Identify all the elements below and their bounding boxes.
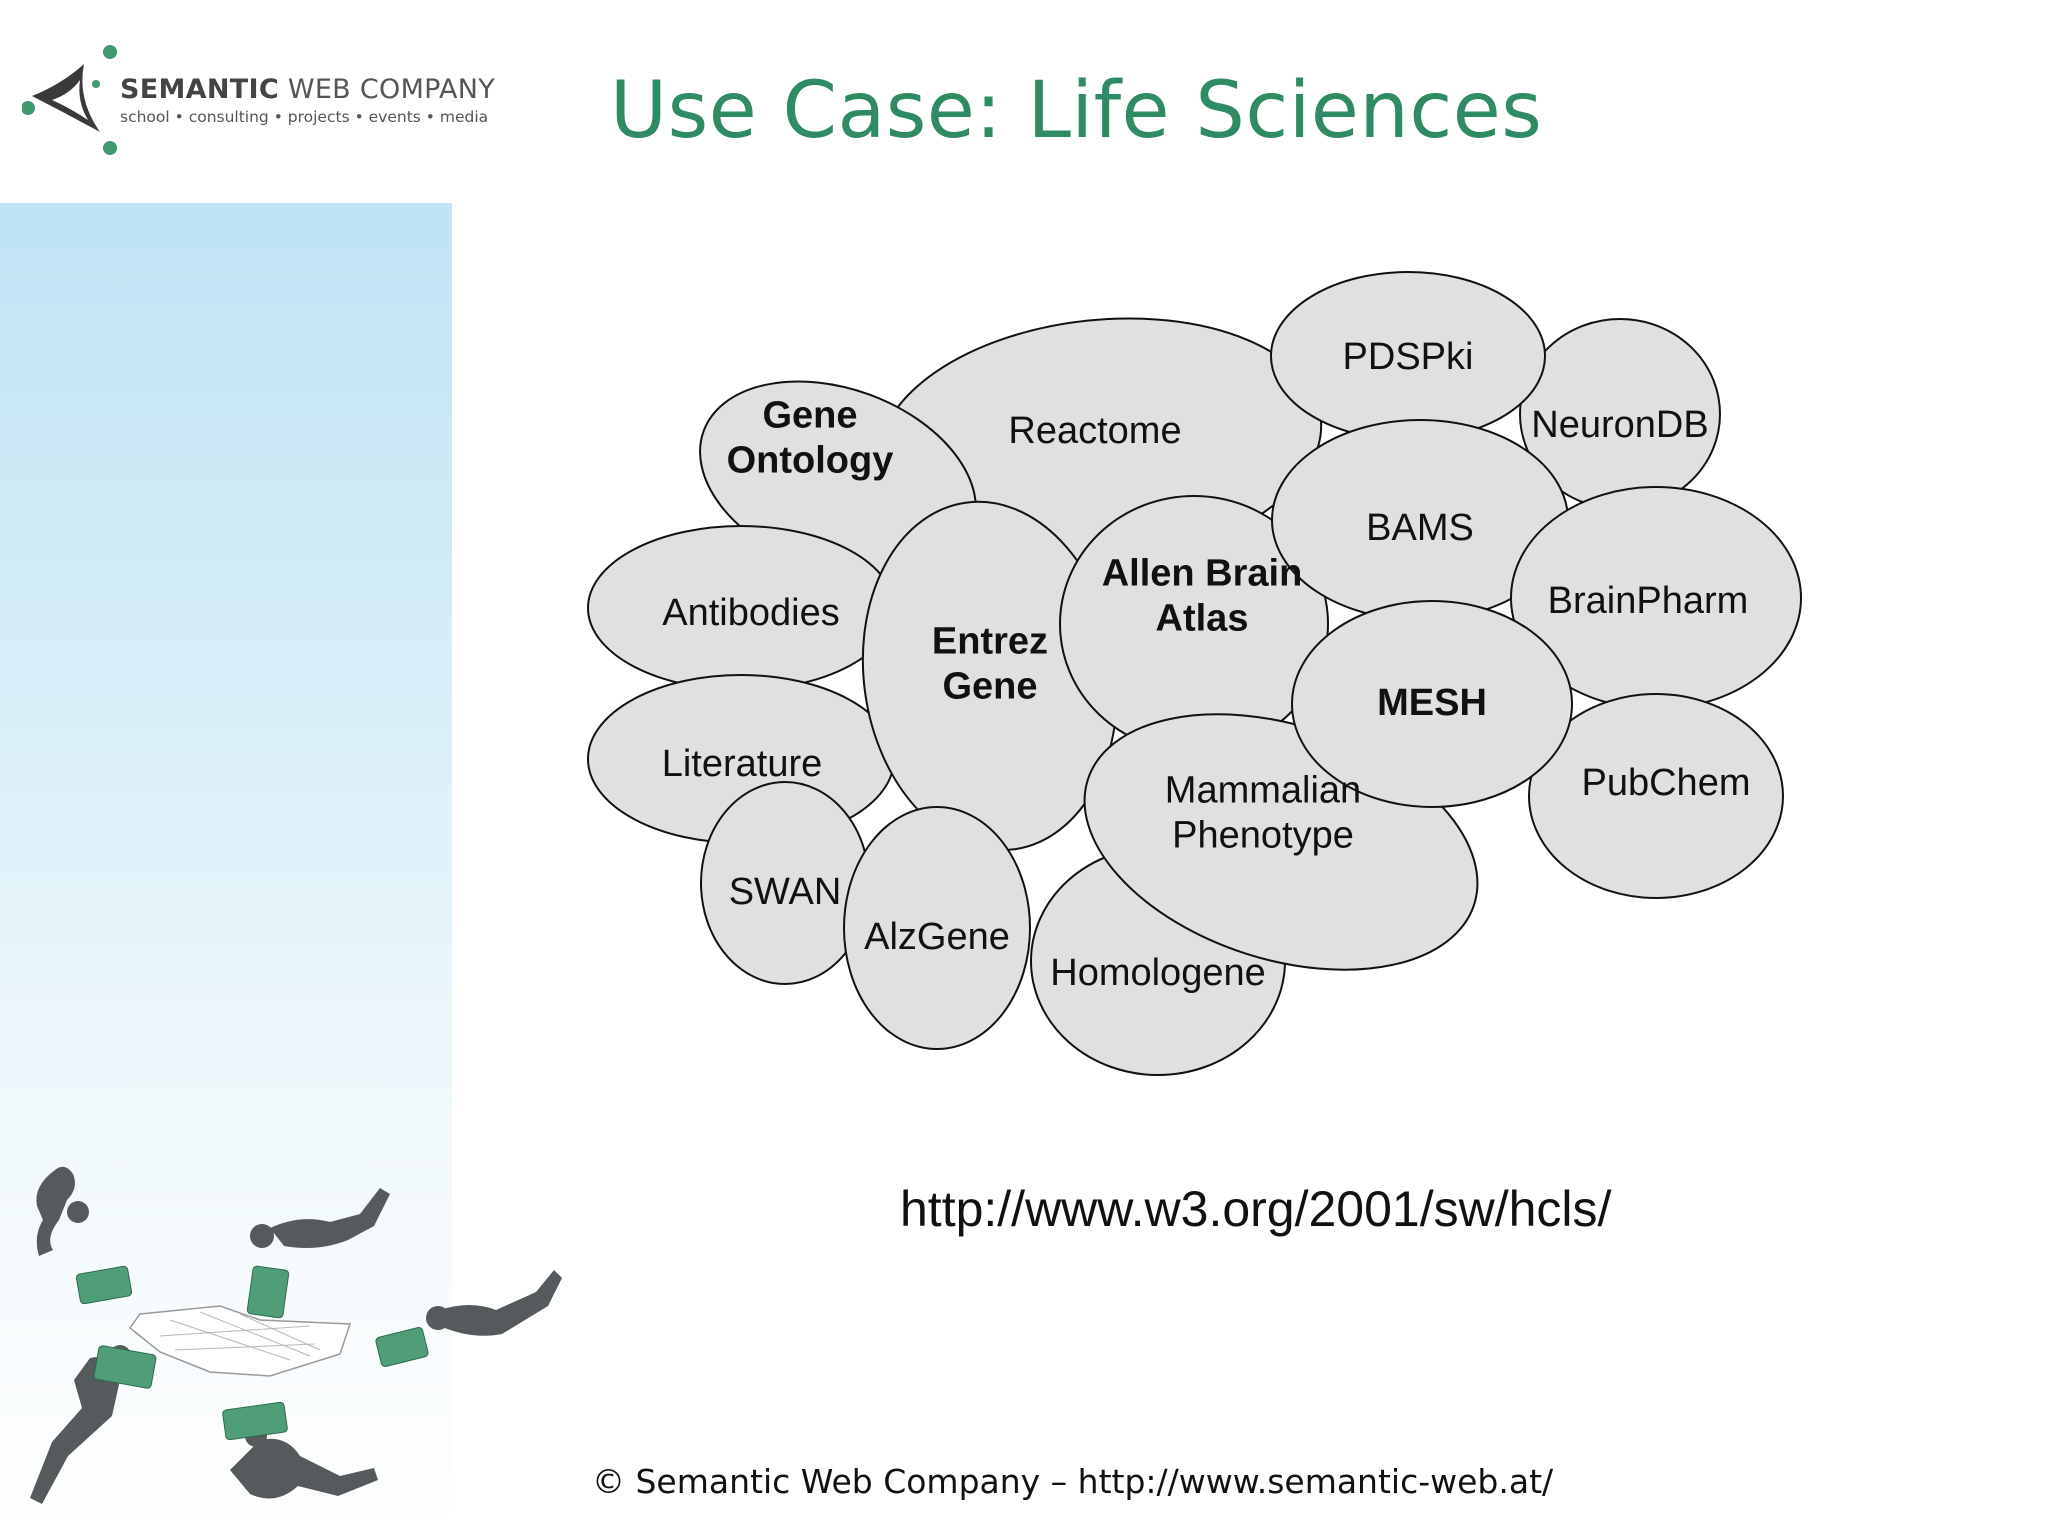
bubble-label-pubchem: PubChem bbox=[1582, 762, 1751, 804]
semantic-web-company-logo: SEMANTIC WEB COMPANY school • consulting… bbox=[22, 44, 495, 164]
hcls-url-text: http://www.w3.org/2001/sw/hcls/ bbox=[900, 1181, 1612, 1237]
bubble-ellipse bbox=[1291, 600, 1573, 808]
logo-tagline: school • consulting • projects • events … bbox=[120, 108, 489, 126]
bubble-label-swan: SWAN bbox=[729, 871, 842, 913]
bubble-label-bams: BAMS bbox=[1366, 507, 1474, 549]
slide-title: Use Case: Life Sciences bbox=[610, 66, 1543, 156]
bubble-label-alzgene: AlzGene bbox=[864, 916, 1010, 958]
bubble-label-mammalian-phenotype: Mammalian bbox=[1165, 770, 1361, 812]
copyright-footer: © Semantic Web Company – http://www.sema… bbox=[592, 1462, 1554, 1501]
bubble-label-gene-ontology: Ontology bbox=[727, 440, 894, 482]
bubble-label-allen-brain-atlas: Allen Brain bbox=[1102, 553, 1303, 595]
bubble-label-entrez-gene: Entrez bbox=[932, 621, 1048, 663]
bubble-pubchem bbox=[1528, 693, 1784, 899]
bubble-label-mammalian-phenotype: Phenotype bbox=[1172, 815, 1354, 857]
bubble-label-neurondb: NeuronDB bbox=[1531, 404, 1708, 446]
bubble-ellipse bbox=[1528, 693, 1784, 899]
bubble-label-antibodies: Antibodies bbox=[662, 592, 839, 634]
bubble-label-entrez-gene: Gene bbox=[942, 666, 1037, 708]
bubble-label-brainpharm: BrainPharm bbox=[1548, 580, 1749, 622]
bubble-label-pdspki: PDSPki bbox=[1343, 336, 1474, 378]
bubble-label-homologene: Homologene bbox=[1050, 952, 1265, 994]
bubble-label-allen-brain-atlas: Atlas bbox=[1156, 598, 1249, 640]
bubble-label-literature: Literature bbox=[662, 743, 823, 785]
bubble-label-reactome: Reactome bbox=[1008, 410, 1181, 452]
bubble-ellipse bbox=[843, 806, 1031, 1050]
bubble-label-gene-ontology: Gene bbox=[762, 395, 857, 437]
logo-company-name: SEMANTIC WEB COMPANY bbox=[120, 74, 496, 105]
puzzle-skydivers-illustration bbox=[30, 1166, 562, 1504]
bubble-mesh bbox=[1291, 600, 1573, 808]
logo-mark-icon bbox=[22, 45, 117, 155]
bubble-alzgene bbox=[843, 806, 1031, 1050]
bubble-label-mesh: MESH bbox=[1377, 682, 1487, 724]
